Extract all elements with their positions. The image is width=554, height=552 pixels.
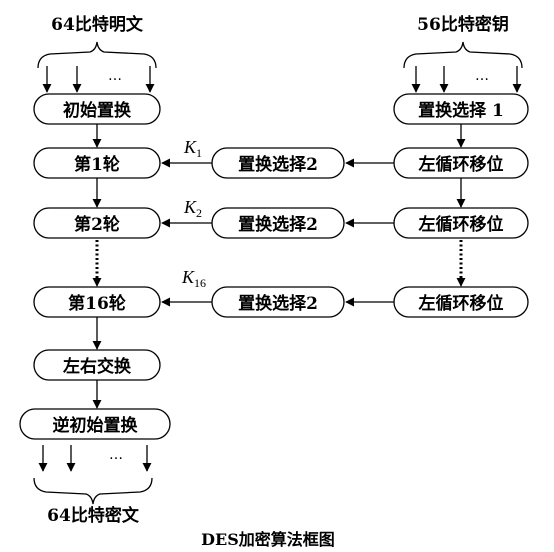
round-2-label: 第2轮: [74, 214, 120, 235]
inverse-permutation-label: 逆初始置换: [53, 415, 139, 436]
k2-label: K2: [183, 197, 202, 220]
shift-2-box: 左循环移位: [393, 207, 529, 239]
pc2-16-box: 置换选择2: [211, 286, 345, 318]
key-header: 56比特密钥: [417, 14, 509, 35]
round-16-label: 第16轮: [68, 293, 126, 314]
pc1-box: 置换选择 1: [393, 93, 529, 125]
round-16-box: 第16轮: [33, 286, 161, 318]
shift-1-label: 左循环移位: [419, 154, 504, 175]
swap-label: 左右交换: [63, 356, 132, 377]
initial-permutation-box: 初始置换: [33, 93, 161, 125]
shift-16-label: 左循环移位: [419, 293, 504, 314]
round-2-box: 第2轮: [33, 207, 161, 239]
plaintext-ellipsis: …: [108, 68, 122, 84]
pc2-1-box: 置换选择2: [211, 147, 345, 179]
k1-label: K1: [183, 137, 202, 160]
shift-2-label: 左循环移位: [419, 214, 504, 235]
diagram-caption: DES加密算法框图: [201, 530, 335, 549]
pc2-1-label: 置换选择2: [238, 154, 318, 175]
round-1-box: 第1轮: [33, 147, 161, 179]
pc2-16-label: 置换选择2: [238, 293, 318, 314]
pc2-2-label: 置换选择2: [238, 214, 318, 235]
plaintext-brace: [37, 41, 157, 69]
shift-16-box: 左循环移位: [393, 286, 529, 318]
pc2-2-box: 置换选择2: [211, 207, 345, 239]
pc1-label: 置换选择 1: [418, 100, 504, 121]
key-brace: [403, 41, 523, 69]
swap-box: 左右交换: [33, 349, 161, 381]
ciphertext-footer: 64比特密文: [47, 505, 140, 526]
initial-permutation-label: 初始置换: [63, 100, 132, 121]
shift-1-box: 左循环移位: [393, 147, 529, 179]
round-1-label: 第1轮: [74, 154, 120, 175]
inverse-permutation-box: 逆初始置换: [19, 408, 171, 440]
plaintext-header: 64比特明文: [51, 14, 144, 35]
key-ellipsis: …: [475, 68, 489, 84]
ciphertext-ellipsis: …: [109, 447, 123, 463]
k16-label: K16: [181, 267, 206, 290]
ciphertext-brace: [33, 477, 153, 505]
